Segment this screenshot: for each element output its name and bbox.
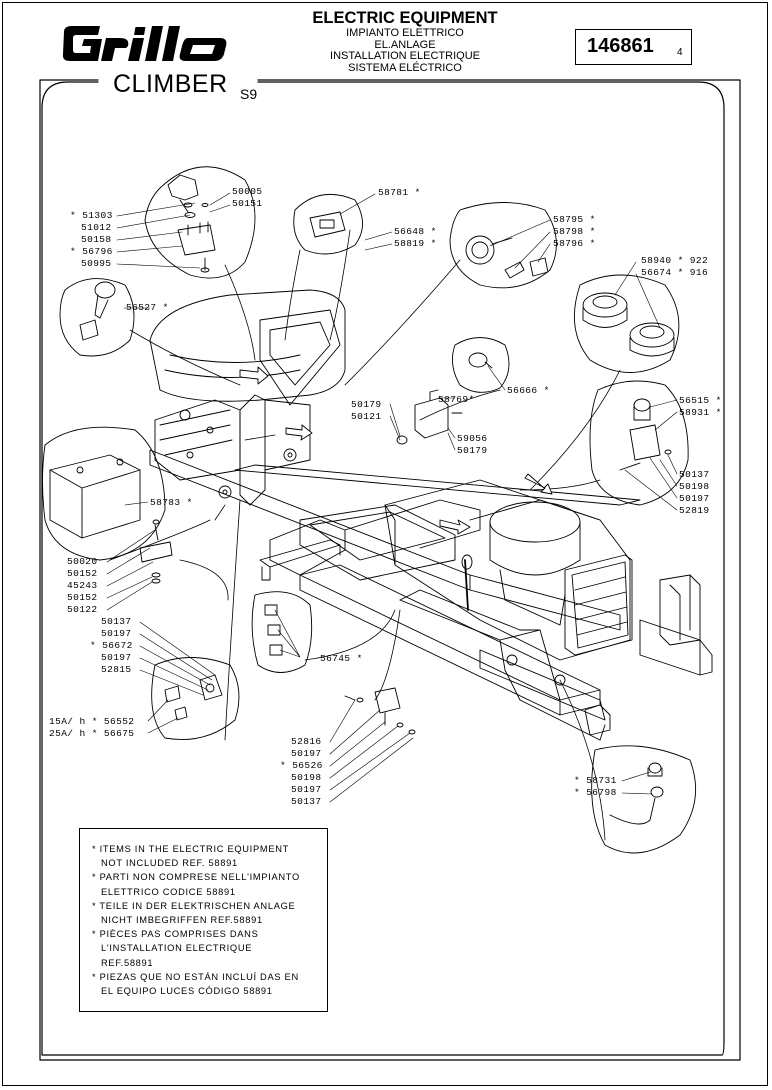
part-label-58769: 58769* <box>438 394 475 405</box>
note-fr-2: L'INSTALLATION ELECTRIQUE <box>101 943 253 954</box>
grillo-logo <box>62 26 227 61</box>
leader-lines <box>106 192 678 803</box>
part-label-50151: 50151 <box>232 198 263 209</box>
part-label-58783: 58783 * <box>150 497 193 508</box>
fuse-holder-detail <box>151 657 240 740</box>
part-label-58795: 58795 * <box>553 214 596 225</box>
title-de: EL.ANLAGE <box>374 38 436 51</box>
model-name: CLIMBER <box>113 70 228 98</box>
note-it-1: * PARTI NON COMPRESE NELL'IMPIANTO <box>92 872 300 883</box>
part-label-50121: 50121 <box>351 411 382 422</box>
part-label-56648: 56648 * <box>394 226 437 237</box>
part-label-58819: 58819 * <box>394 238 437 249</box>
part-label-56798: * 56798 <box>574 787 617 798</box>
callout-arcs <box>109 229 621 841</box>
warning-light-detail <box>591 745 697 854</box>
title-fr: INSTALLATION ELECTRIQUE <box>330 50 480 62</box>
part-label-51012: 51012 <box>81 222 112 233</box>
note-en-1: * ITEMS IN THE ELECTRIC EQUIPMENT <box>92 844 290 854</box>
title-block: ELECTRIC EQUIPMENT IMPIANTO ELETTRICO EL… <box>290 9 520 74</box>
note-de-1: * TEILE IN DER ELEKTRISCHEN ANLAGE <box>92 900 296 911</box>
part-label-52816: 52816 <box>291 736 322 747</box>
page-title: ELECTRIC EQUIPMENT <box>312 9 498 27</box>
part-label-56552: 15A/ h * 56552 <box>49 716 135 727</box>
note-it-2: ELETTRICO CODICE 58891 <box>101 886 236 897</box>
part-label-50179-top: 50179 <box>351 399 382 410</box>
note-de-2: NICHT IMBEGRIFFEN REF.58891 <box>101 915 263 926</box>
part-label-56515: 56515 * <box>679 395 722 406</box>
part-label-52819: 52819 <box>679 505 710 516</box>
part-label-50197-left-a: 50197 <box>101 628 132 639</box>
drawing-frame-corners <box>41 81 725 1056</box>
note-fr-3: REF.58891 <box>101 957 154 968</box>
part-label-56526: * 56526 <box>280 760 323 771</box>
part-label-45243: 45243 <box>67 580 98 591</box>
note-fr-1: * PIÈCES PAS COMPRISES DANS <box>92 929 259 940</box>
relay-detail <box>293 193 363 255</box>
drawing-frame <box>39 79 741 1061</box>
table-code: 146861 <box>587 35 654 57</box>
model-variant: S9 <box>240 86 258 102</box>
part-label-56527: 56527 * <box>126 302 169 313</box>
lamp-detail <box>59 278 135 357</box>
part-label-56674: 56674 * 916 <box>641 267 709 278</box>
part-label-58798: 58798 * <box>553 226 596 237</box>
part-label-50137-right: 50137 <box>679 469 710 480</box>
part-label-50005: 50005 <box>232 186 263 197</box>
part-label-50198-bottom: 50198 <box>291 772 322 783</box>
part-label-50198-right: 50198 <box>679 481 710 492</box>
part-label-50137-bottom: 50137 <box>291 796 322 807</box>
part-label-56745: 56745 * <box>320 653 363 664</box>
part-label-58781: 58781 * <box>378 187 421 198</box>
part-label-50197-bottom-b: 50197 <box>291 784 322 795</box>
horn-detail <box>573 274 680 373</box>
table-code-box: 146861 4 <box>575 29 692 65</box>
part-label-58796: 58796 * <box>553 238 596 249</box>
part-label-50179-bottom: 50179 <box>457 445 488 456</box>
switch-56526-detail <box>344 687 416 735</box>
part-label-50122: 50122 <box>67 604 98 615</box>
table-revision: 4 <box>677 47 683 58</box>
battery-detail <box>42 426 166 561</box>
title-es: SISTEMA ELÉCTRICO <box>348 61 462 74</box>
part-label-50152-b: 50152 <box>67 592 98 603</box>
part-label-50158: 50158 <box>81 234 112 245</box>
relay-58931-detail <box>589 380 689 506</box>
part-label-59056: 59056 <box>457 433 488 444</box>
part-label-50197-bottom-a: 50197 <box>291 748 322 759</box>
part-label-50152-a: 50152 <box>67 568 98 579</box>
relays-56745-detail <box>251 591 313 673</box>
part-label-51303: * 51303 <box>70 210 113 221</box>
part-label-58731: * 58731 <box>574 775 617 786</box>
battery-clamp-detail <box>139 519 173 584</box>
notes-box: * ITEMS IN THE ELECTRIC EQUIPMENT NOT IN… <box>79 828 328 1012</box>
part-label-58940: 58940 * 922 <box>641 255 709 266</box>
part-label-56672: * 56672 <box>90 640 133 651</box>
part-label-56666: 56666 * <box>507 385 550 396</box>
part-label-50197-left-b: 50197 <box>101 652 132 663</box>
part-label-56796: * 56796 <box>70 246 113 257</box>
note-es-1: * PIEZAS QUE NO ESTÁN INCLUÍ DAS EN <box>92 971 299 982</box>
part-label-56675: 25A/ h * 56675 <box>49 728 135 739</box>
solenoid-detail <box>144 166 256 279</box>
part-label-58931: 58931 * <box>679 407 722 418</box>
part-label-50197-right: 50197 <box>679 493 710 504</box>
note-es-2: EL EQUIPO LUCES CÓDIGO 58891 <box>101 986 273 997</box>
part-label-50995: 50995 <box>81 258 112 269</box>
arrows <box>239 366 553 535</box>
part-label-52815: 52815 <box>101 664 132 675</box>
part-label-50020: 50020 <box>67 556 98 567</box>
ignition-switch-detail <box>449 202 557 289</box>
title-it: IMPIANTO ELETTRICO <box>346 27 464 39</box>
part-label-50137-left: 50137 <box>101 616 132 627</box>
socket-detail <box>451 337 510 393</box>
note-en-2: NOT INCLUDED REF. 58891 <box>101 858 238 869</box>
